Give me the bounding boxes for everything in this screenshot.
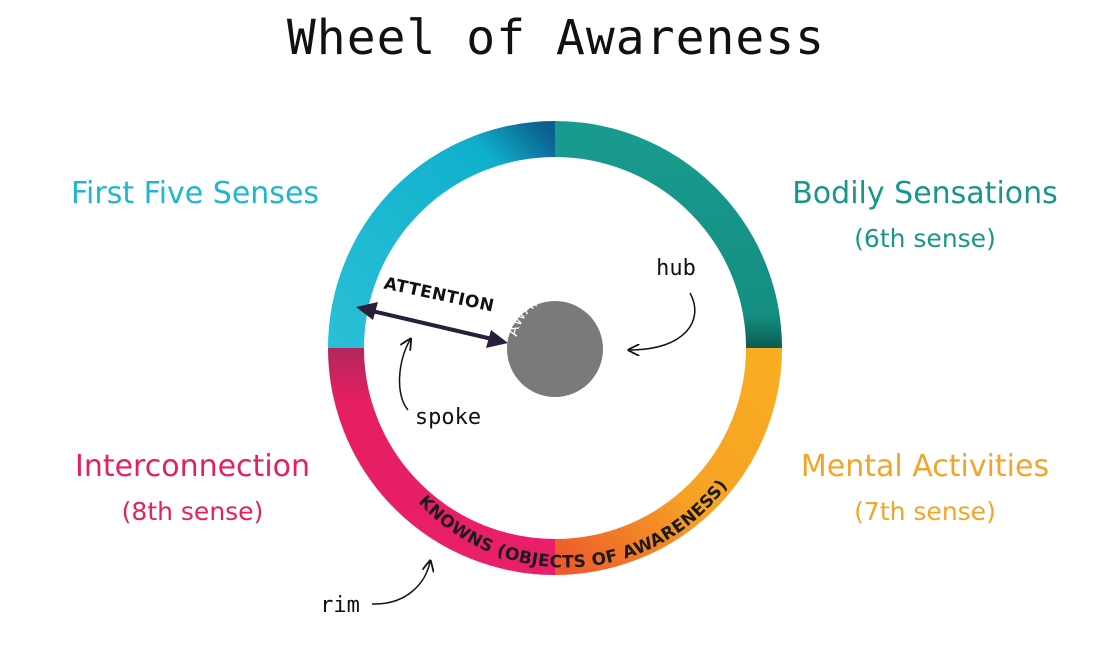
spoke-label: ATTENTION [382,274,496,317]
interconnection-sub: (8th sense) [121,496,264,526]
hub-callout-arrow [630,292,696,350]
label-first-five-senses: First Five Senses [55,175,335,213]
mental-activities-sub: (7th sense) [854,496,996,526]
rim-callout-arrow [371,562,430,605]
diagram-title: Wheel of Awareness [286,10,826,66]
rim-segment-mental [554,347,782,575]
rim-segment-first-five [328,121,556,349]
label-interconnection: Interconnection (8th sense) [55,448,330,527]
rim-segment-bodily [554,121,782,349]
spoke-arrowhead-right [486,330,508,348]
hub-callout-text: hub [656,256,696,281]
spoke-callout-text: spoke [415,405,481,430]
spoke-arrowhead-left [356,302,378,320]
rim-segment-interconnection [328,347,556,575]
bodily-sensations-sub: (6th sense) [854,223,996,253]
spoke-arrow-line [371,309,493,341]
interconnection-name: Interconnection [74,449,311,484]
hub-circle [507,301,603,397]
mental-activities-name: Mental Activities [800,449,1050,484]
label-mental-activities: Mental Activities (7th sense) [785,448,1065,527]
first-five-senses-name: First Five Senses [70,176,320,211]
rim-callout-text: rim [320,593,360,618]
spoke-callout-arrow [398,340,410,411]
bodily-sensations-name: Bodily Sensations [792,176,1058,211]
label-bodily-sensations: Bodily Sensations (6th sense) [780,175,1070,254]
